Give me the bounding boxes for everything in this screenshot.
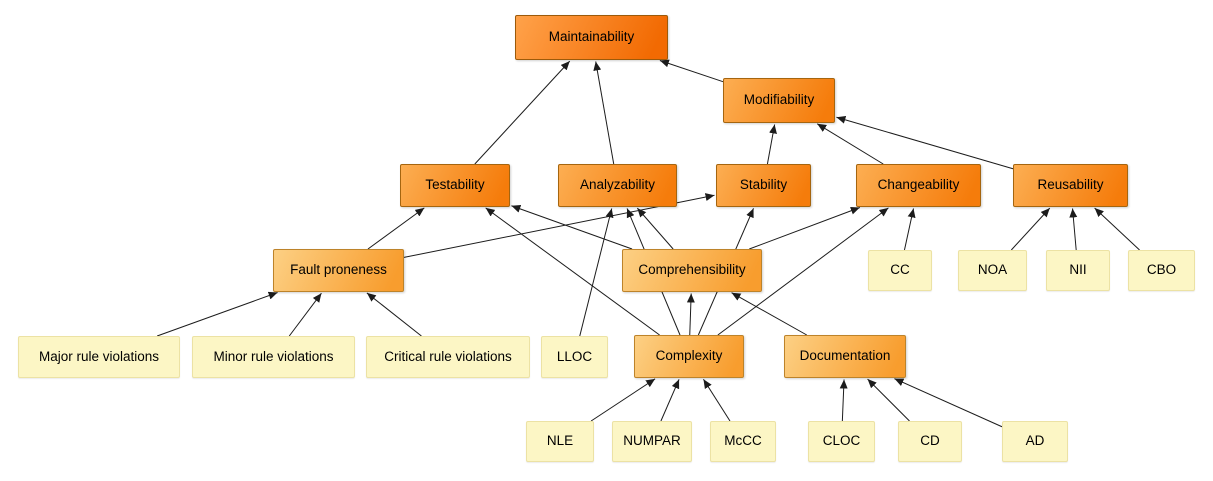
edge-cd-to-documentation xyxy=(867,378,910,422)
node-complexity: Complexity xyxy=(634,335,744,378)
edge-reusability-to-modifiability xyxy=(836,115,1014,170)
edge-cloc-to-documentation xyxy=(839,379,848,422)
edge-stability-to-modifiability xyxy=(766,124,777,165)
node-modifiability: Modifiability xyxy=(723,78,835,123)
edge-analyzability-to-maintainability xyxy=(593,61,615,165)
node-fault-proneness: Fault proneness xyxy=(273,249,404,292)
node-nle: NLE xyxy=(526,421,594,462)
edge-critical-rule-violations-to-fault-proneness xyxy=(366,292,422,337)
edge-nii-to-reusability xyxy=(1069,208,1078,251)
node-mccc: McCC xyxy=(710,421,776,462)
edge-numpar-to-complexity xyxy=(660,379,680,422)
node-cbo: CBO xyxy=(1128,250,1195,291)
edge-fault-proneness-to-testability xyxy=(367,207,425,250)
edge-complexity-to-changeability xyxy=(717,207,889,336)
node-changeability: Changeability xyxy=(856,164,981,207)
node-testability: Testability xyxy=(400,164,510,207)
node-cd: CD xyxy=(898,421,962,462)
edge-complexity-to-testability xyxy=(485,207,660,336)
node-ad: AD xyxy=(1002,421,1068,462)
node-nii: NII xyxy=(1046,250,1110,291)
edge-complexity-to-comprehensibility xyxy=(686,293,695,336)
edge-major-rule-violations-to-fault-proneness xyxy=(156,291,278,337)
edge-documentation-to-comprehensibility xyxy=(731,292,807,336)
node-cc: CC xyxy=(868,250,932,291)
node-reusability: Reusability xyxy=(1013,164,1128,207)
node-noa: NOA xyxy=(958,250,1027,291)
edge-changeability-to-modifiability xyxy=(816,123,884,165)
node-minor-rule-violations: Minor rule violations xyxy=(192,336,355,378)
edge-comprehensibility-to-testability xyxy=(511,205,633,250)
node-lloc: LLOC xyxy=(541,336,608,378)
node-cloc: CLOC xyxy=(808,421,875,462)
edge-modifiability-to-maintainability xyxy=(659,59,724,83)
edge-cbo-to-reusability xyxy=(1094,207,1140,251)
node-maintainability: Maintainability xyxy=(515,15,668,60)
node-documentation: Documentation xyxy=(784,335,906,378)
edge-comprehensibility-to-changeability xyxy=(749,206,860,250)
edge-nle-to-complexity xyxy=(590,378,656,422)
edge-cc-to-changeability xyxy=(903,208,916,251)
node-critical-rule-violations: Critical rule violations xyxy=(366,336,530,378)
node-stability: Stability xyxy=(716,164,811,207)
node-numpar: NUMPAR xyxy=(612,421,692,462)
node-analyzability: Analyzability xyxy=(558,164,677,207)
edge-minor-rule-violations-to-fault-proneness xyxy=(288,292,322,337)
edge-comprehensibility-to-analyzability xyxy=(636,207,674,250)
edge-testability-to-maintainability xyxy=(474,60,571,165)
node-comprehensibility: Comprehensibility xyxy=(622,249,762,292)
edge-noa-to-reusability xyxy=(1010,207,1051,251)
edge-lloc-to-analyzability xyxy=(579,208,614,337)
node-major-rule-violations: Major rule violations xyxy=(18,336,180,378)
edge-mccc-to-complexity xyxy=(703,378,731,422)
edge-ad-to-documentation xyxy=(894,378,1003,428)
